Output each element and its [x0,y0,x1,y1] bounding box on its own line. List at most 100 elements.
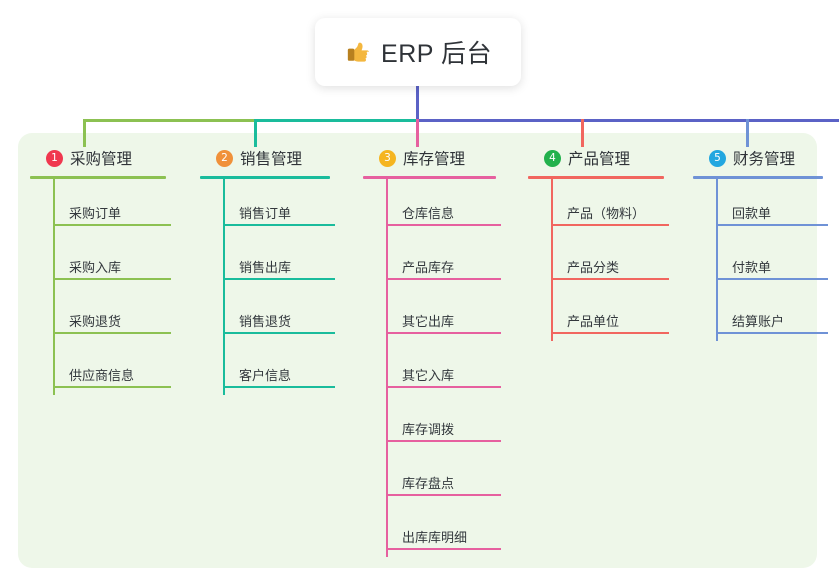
leaf-item-rule [551,332,669,334]
leaf-item-label: 其它出库 [402,314,455,329]
leaf-item[interactable]: 销售订单 [223,179,335,233]
leaf-item-rule [223,332,335,334]
branch-badge-4: 4 [544,149,561,167]
drop-stub-column-2 [254,119,257,147]
leaf-item[interactable]: 出库库明细 [386,503,501,557]
leaf-item-rule [716,332,828,334]
leaf-item[interactable]: 客户信息 [223,341,335,395]
trunk-vertical-connector [416,86,419,122]
leaf-item-label: 产品分类 [567,260,620,275]
leaf-item[interactable]: 供应商信息 [53,341,171,395]
branch-rule-3 [363,176,496,179]
leaf-item-rule [386,278,501,280]
branch-spine-4 [551,179,553,341]
branch-rule-5 [693,176,823,179]
bus-segment-1 [83,119,256,122]
branch-items-1: 采购订单采购入库采购退货供应商信息 [53,179,171,395]
leaf-item-label: 回款单 [732,206,772,221]
leaf-item-label: 库存调拨 [402,422,455,437]
leaf-item[interactable]: 产品库存 [386,233,501,287]
branch-items-2: 销售订单销售出库销售退货客户信息 [223,179,335,395]
leaf-item-rule [223,386,335,388]
leaf-item[interactable]: 销售出库 [223,233,335,287]
leaf-item[interactable]: 其它出库 [386,287,501,341]
drop-stub-column-3 [416,119,419,147]
branch-spine-5 [716,179,718,341]
thumbs-up-icon [344,39,370,65]
leaf-item[interactable]: 库存调拨 [386,395,501,449]
leaf-item-label: 付款单 [732,260,772,275]
leaf-item-rule [716,224,828,226]
leaf-item-rule [223,224,335,226]
leaf-item-rule [53,278,171,280]
branch-badge-1: 1 [46,149,63,167]
branch-title-2: 销售管理 [240,151,303,168]
leaf-item-rule [386,494,501,496]
leaf-item-label: 结算账户 [732,314,785,329]
leaf-item-rule [386,386,501,388]
leaf-item-rule [53,386,171,388]
leaf-item-label: 采购退货 [69,314,122,329]
branch-items-3: 仓库信息产品库存其它出库其它入库库存调拨库存盘点出库库明细 [386,179,501,557]
branch-title-5: 财务管理 [733,151,796,168]
branch-title-4: 产品管理 [568,151,631,168]
leaf-item-label: 产品（物料） [567,206,646,221]
drop-stub-column-4 [581,119,584,147]
leaf-item-label: 采购入库 [69,260,122,275]
leaf-item-rule [386,224,501,226]
leaf-item[interactable]: 回款单 [716,179,828,233]
leaf-item-rule [386,440,501,442]
leaf-item-rule [551,278,669,280]
branch-column-5: 5 财务管理回款单付款单结算账户 [693,146,828,341]
leaf-item-rule [53,224,171,226]
leaf-item[interactable]: 销售退货 [223,287,335,341]
leaf-item-label: 销售退货 [239,314,292,329]
leaf-item-label: 其它入库 [402,368,455,383]
branch-spine-1 [53,179,55,395]
branch-header-5[interactable]: 5 财务管理 [693,146,823,170]
leaf-item[interactable]: 产品单位 [551,287,669,341]
branch-items-4: 产品（物料） 产品分类产品单位 [551,179,669,341]
leaf-item[interactable]: 采购退货 [53,287,171,341]
leaf-item-rule [53,332,171,334]
root-title: ERP 后台 [381,40,492,68]
branch-items-5: 回款单付款单结算账户 [716,179,828,341]
leaf-item[interactable]: 库存盘点 [386,449,501,503]
branch-title-1: 采购管理 [70,151,133,168]
branch-header-4[interactable]: 4 产品管理 [528,146,664,170]
leaf-item-rule [386,332,501,334]
leaf-item-rule [716,278,828,280]
leaf-item[interactable]: 采购入库 [53,233,171,287]
leaf-item-label: 供应商信息 [69,368,135,383]
leaf-item[interactable]: 仓库信息 [386,179,501,233]
leaf-item-label: 出库库明细 [402,530,468,545]
leaf-item-label: 产品单位 [567,314,620,329]
bus-segment-2 [254,119,419,122]
leaf-item-label: 采购订单 [69,206,122,221]
branch-column-4: 4 产品管理产品（物料） 产品分类产品单位 [528,146,669,341]
leaf-item[interactable]: 其它入库 [386,341,501,395]
leaf-item-label: 销售出库 [239,260,292,275]
branch-header-1[interactable]: 1 采购管理 [30,146,166,170]
drop-stub-column-5 [746,119,749,147]
root-node[interactable]: ERP 后台 [315,18,521,86]
bus-segment-3 [416,119,839,122]
leaf-item-rule [223,278,335,280]
leaf-item-label: 仓库信息 [402,206,455,221]
leaf-item-rule [386,548,501,550]
leaf-item-label: 销售订单 [239,206,292,221]
branch-badge-5: 5 [709,149,726,167]
leaf-item[interactable]: 产品（物料） [551,179,669,233]
leaf-item[interactable]: 付款单 [716,233,828,287]
leaf-item-label: 库存盘点 [402,476,455,491]
leaf-item[interactable]: 结算账户 [716,287,828,341]
branch-title-3: 库存管理 [403,151,466,168]
drop-stub-column-1 [83,119,86,147]
leaf-item[interactable]: 产品分类 [551,233,669,287]
leaf-item[interactable]: 采购订单 [53,179,171,233]
branch-spine-3 [386,179,388,557]
